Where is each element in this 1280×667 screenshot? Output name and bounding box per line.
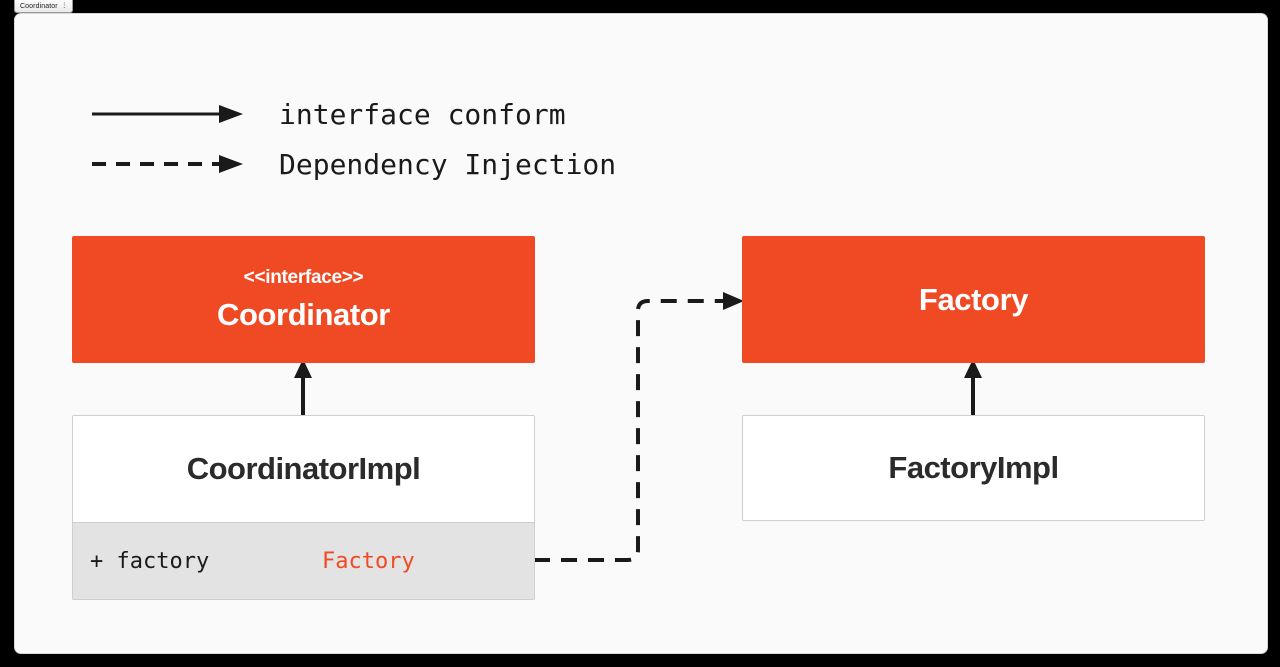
- legend-item-dependency-injection: Dependency Injection: [91, 144, 616, 184]
- class-box-coordinator-impl[interactable]: CoordinatorImpl + factory Factory: [72, 415, 535, 600]
- class-box-coordinator[interactable]: <<interface>> Coordinator: [72, 236, 535, 363]
- edge-factory-dependency-injection: [534, 292, 744, 562]
- class-box-factory-impl[interactable]: FactoryImpl: [742, 415, 1205, 521]
- diagram-canvas[interactable]: interface conform Dependency Injection C…: [14, 13, 1268, 654]
- coordinator-impl-title: CoordinatorImpl: [186, 451, 421, 486]
- solid-arrow-icon: [91, 94, 251, 134]
- attribute-type-factory: Factory: [322, 548, 415, 574]
- attribute-name-factory: + factory: [90, 548, 210, 574]
- legend-label-interface-conform: interface conform: [279, 97, 566, 131]
- coordinator-impl-header: CoordinatorImpl: [73, 416, 534, 522]
- coordinator-stereotype: <<interface>>: [243, 266, 364, 288]
- factory-title: Factory: [918, 281, 1029, 317]
- document-tab-label: Coordinator: [20, 2, 58, 10]
- coordinator-impl-attribute-row[interactable]: + factory Factory: [73, 522, 534, 599]
- factory-impl-header: FactoryImpl: [743, 416, 1204, 520]
- coordinator-title: Coordinator: [217, 296, 390, 332]
- dashed-arrow-icon: [91, 144, 251, 184]
- edge-factoryimpl-to-factory: [964, 359, 982, 415]
- edge-coordinatorimpl-to-coordinator: [294, 359, 312, 415]
- legend-label-dependency-injection: Dependency Injection: [279, 147, 617, 181]
- tab-menu-icon[interactable]: ⋮: [60, 2, 68, 9]
- factory-impl-title: FactoryImpl: [888, 450, 1059, 485]
- class-box-factory[interactable]: Factory: [742, 236, 1205, 363]
- legend-item-interface-conform: interface conform: [91, 94, 566, 134]
- document-tab-coordinator[interactable]: Coordinator ⋮: [14, 0, 73, 13]
